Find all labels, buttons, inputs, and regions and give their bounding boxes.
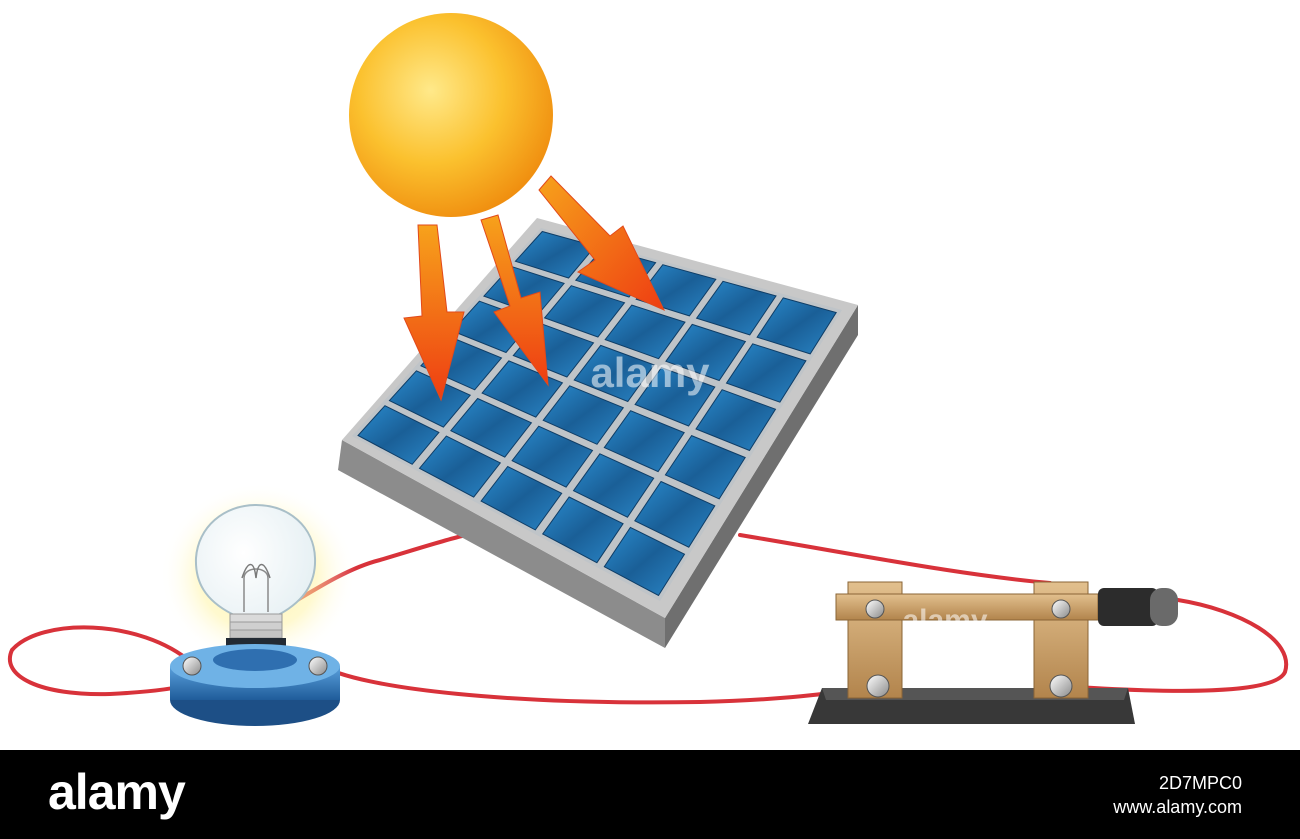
solar-cell xyxy=(604,304,686,360)
switch-screw xyxy=(865,599,885,619)
solar-cell xyxy=(542,385,625,445)
footer-logo[interactable]: alamy xyxy=(48,764,186,820)
footer-url[interactable]: www.alamy.com xyxy=(1113,797,1242,817)
watermark-center: alamy xyxy=(590,349,710,396)
switch-screw xyxy=(1051,599,1071,619)
light-bulb-icon xyxy=(160,483,356,726)
switch-screw xyxy=(866,674,890,698)
solar-cell xyxy=(511,425,594,488)
solar-cell xyxy=(543,285,626,338)
watermark-switch: alamy xyxy=(902,604,987,637)
solar-circuit-illustration: alamy alamy xyxy=(8,13,1289,726)
wire-bulb-left-loop xyxy=(8,625,194,697)
solar-cell xyxy=(357,405,440,465)
solar-cell xyxy=(603,526,686,597)
sun-icon xyxy=(349,13,553,217)
solar-panel-icon xyxy=(338,218,858,648)
sun-rays xyxy=(403,175,666,402)
solar-cell xyxy=(480,465,563,531)
solar-cell xyxy=(418,435,502,498)
solar-cell xyxy=(664,434,746,500)
solar-cell xyxy=(665,323,747,382)
solar-cell xyxy=(450,397,533,458)
terminal-screw xyxy=(182,656,202,676)
solar-cell xyxy=(756,297,837,355)
arrow-icon xyxy=(403,224,465,402)
solar-cell xyxy=(541,496,624,564)
arrow-icon xyxy=(480,214,549,387)
terminal-screw xyxy=(308,656,328,676)
solar-cell xyxy=(603,410,685,473)
wire-handle-right-loop xyxy=(1058,598,1289,693)
solar-cell xyxy=(725,343,807,403)
solar-cell xyxy=(514,230,597,279)
footer-bar: alamy 2D7MPC0 www.alamy.com xyxy=(0,750,1300,839)
solar-cell xyxy=(634,367,716,427)
solar-cell xyxy=(388,370,472,428)
solar-cell xyxy=(572,453,655,518)
solar-cell xyxy=(695,280,777,336)
solar-cell xyxy=(573,344,655,403)
switch-screw xyxy=(1049,674,1073,698)
solar-cell xyxy=(695,389,777,452)
wire-panel-to-switch-top xyxy=(738,533,1052,585)
solar-cell xyxy=(634,480,716,548)
knife-switch-icon xyxy=(808,581,1178,724)
footer-image-id: 2D7MPC0 xyxy=(1158,773,1242,793)
arrow-icon xyxy=(538,175,666,312)
wire-bulb-to-switch-bottom xyxy=(316,662,880,705)
